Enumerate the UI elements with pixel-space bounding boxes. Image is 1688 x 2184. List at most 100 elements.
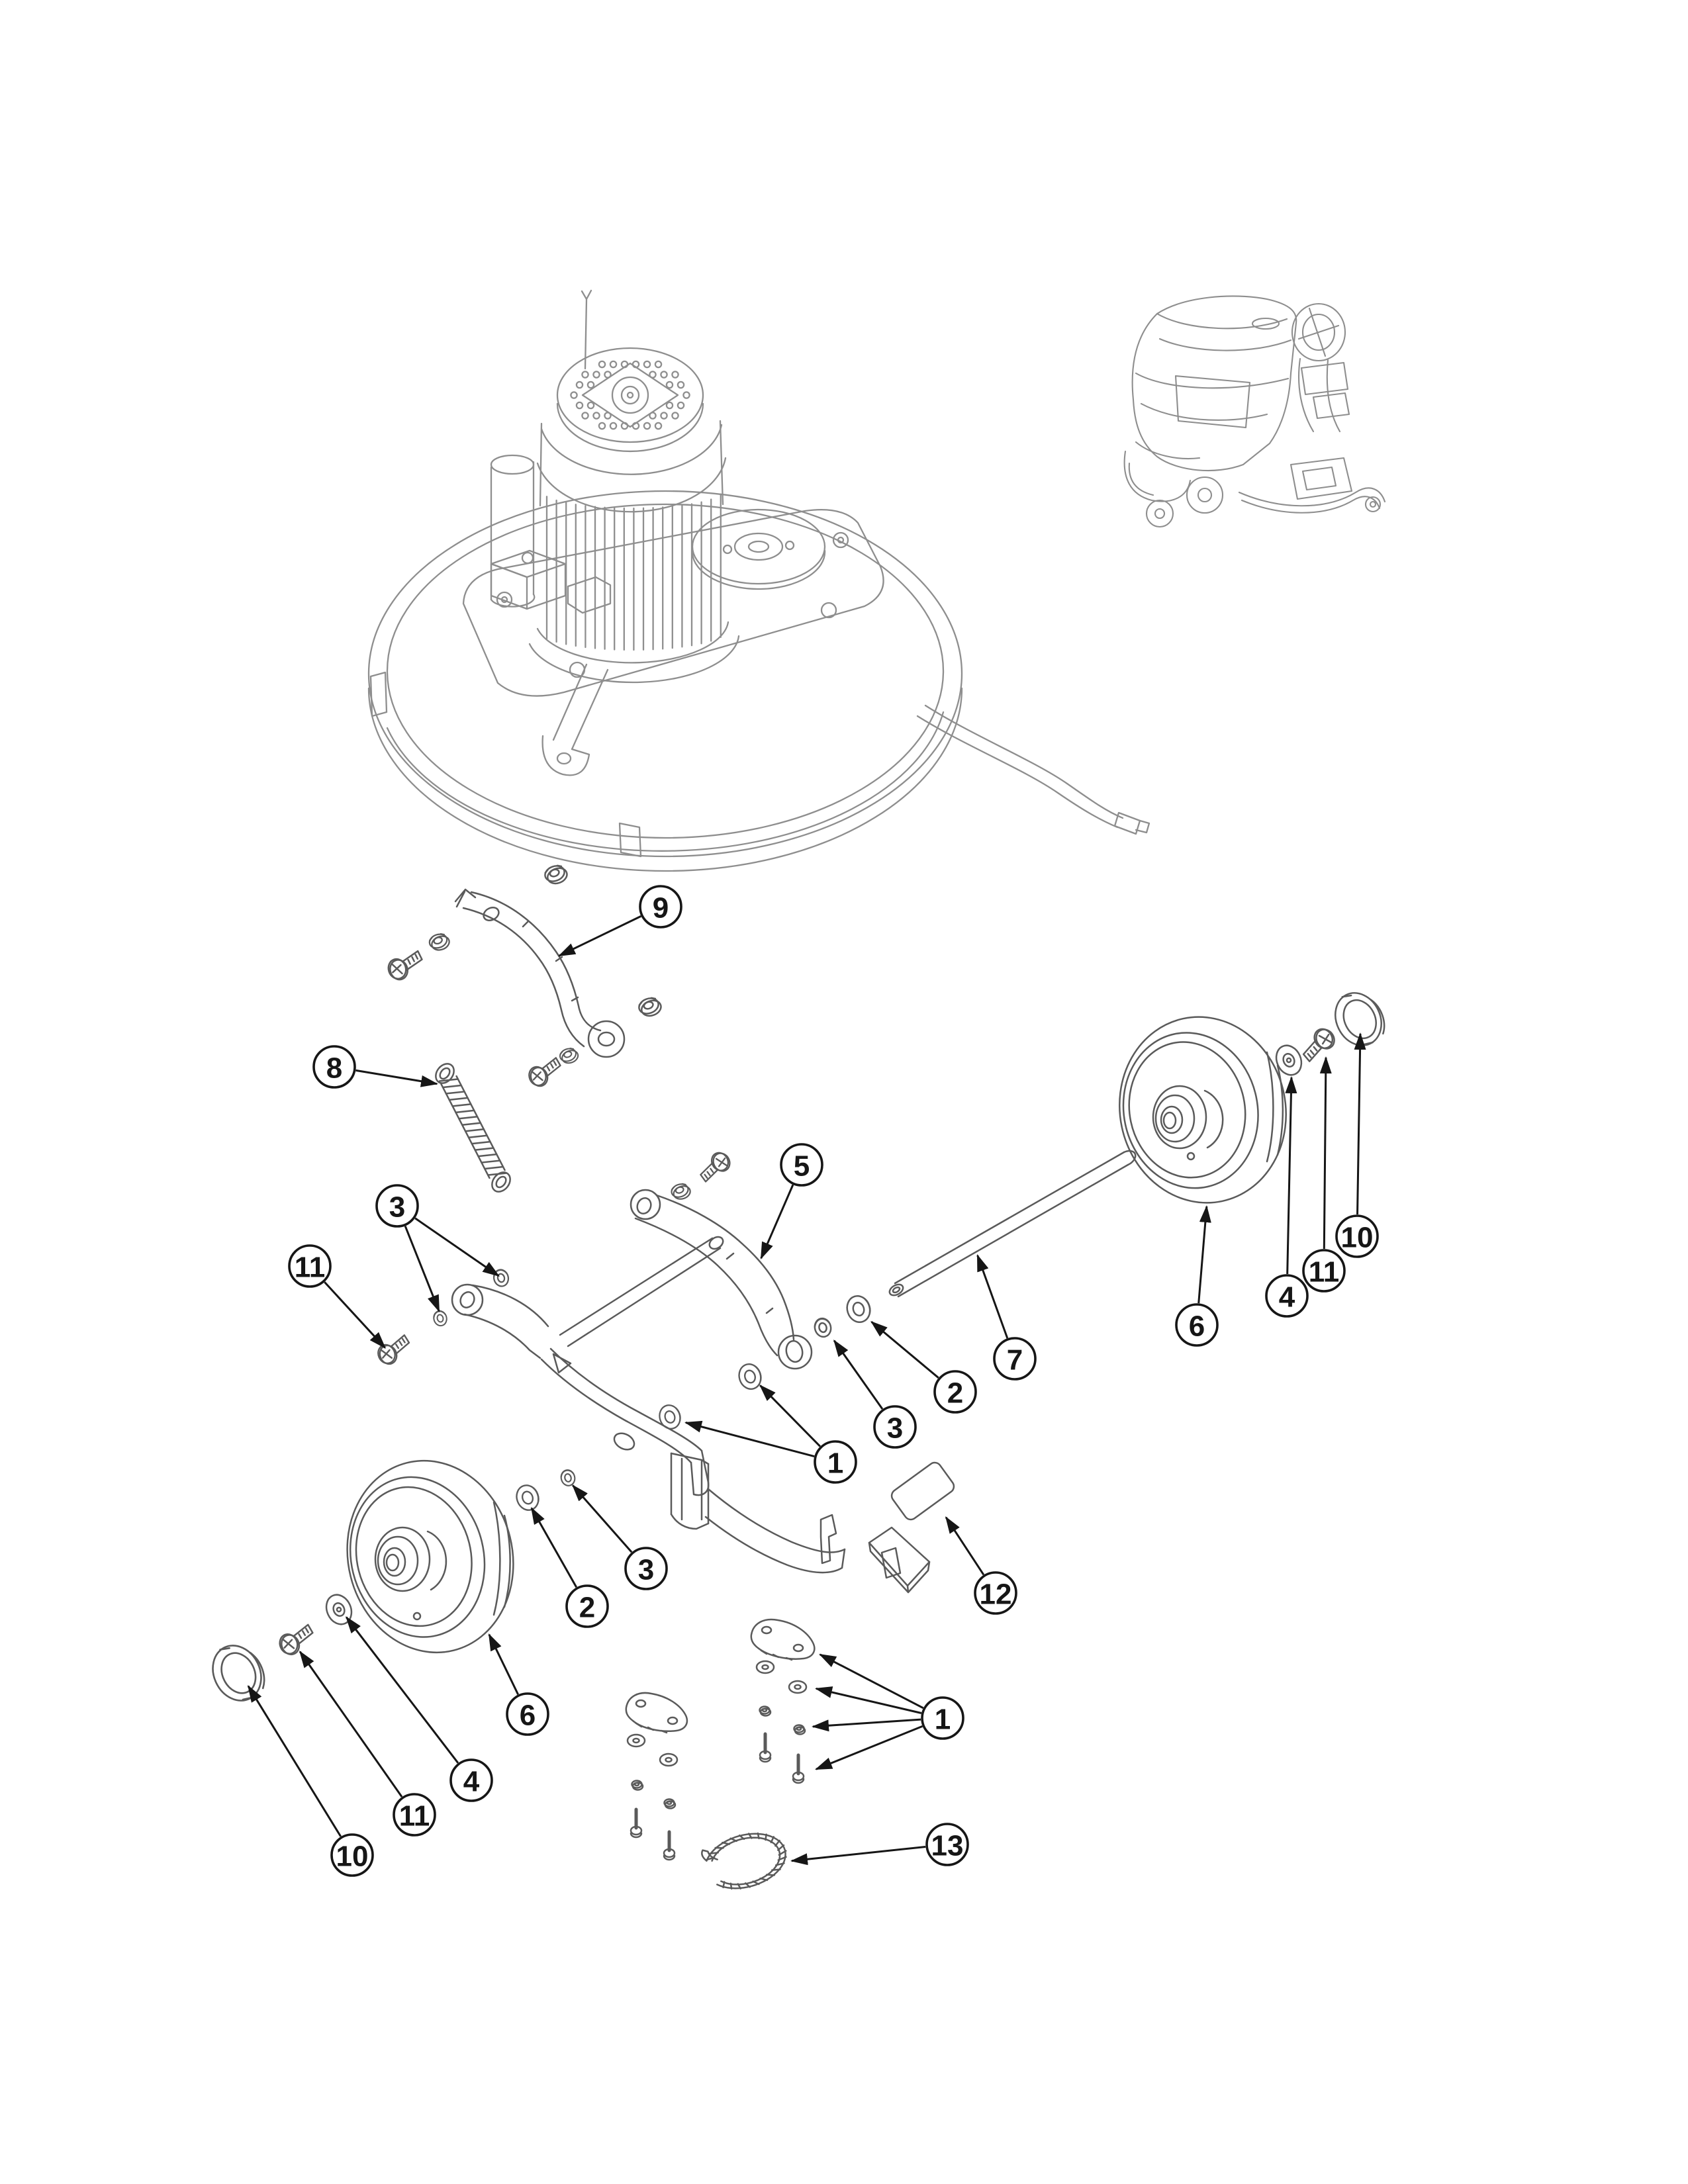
callout-6: 6 <box>488 1633 549 1736</box>
callout-8: 8 <box>312 1045 438 1089</box>
callout-number: 4 <box>1279 1281 1295 1314</box>
callout-number: 10 <box>336 1841 369 1873</box>
motor <box>528 347 740 684</box>
callout-circle <box>1175 1303 1219 1347</box>
callout-number: 6 <box>520 1700 536 1732</box>
callout-leader-arrow <box>759 1384 821 1447</box>
callout-circle <box>925 1823 969 1866</box>
callout-leader-arrow <box>814 1686 922 1714</box>
callout-leader-arrow <box>324 1281 386 1349</box>
nut <box>663 1798 677 1809</box>
part-clamp-plate-left <box>625 1692 688 1734</box>
hub-cap <box>1326 983 1393 1054</box>
callout-leader-arrow <box>814 1725 923 1770</box>
callout-1: 1 <box>684 1384 857 1484</box>
callout-leader-arrow <box>1354 1032 1366 1215</box>
callout-leader-arrow <box>530 1506 578 1588</box>
washer <box>735 1360 765 1393</box>
callout-circle <box>814 1440 857 1484</box>
part-foot-pedal <box>868 1526 931 1594</box>
callout-11: 11 <box>299 1650 436 1837</box>
callout-number: 1 <box>935 1704 951 1736</box>
callout-number: 5 <box>794 1150 810 1183</box>
callout-leader-arrow <box>819 1653 924 1709</box>
washer <box>843 1292 874 1326</box>
callout-number: 3 <box>389 1191 405 1224</box>
callout-circle <box>1265 1274 1309 1318</box>
callout-number: 2 <box>579 1592 595 1624</box>
nut <box>491 1267 511 1289</box>
callout-circle <box>449 1758 493 1802</box>
callout-circle <box>873 1405 917 1449</box>
washer <box>755 1660 775 1674</box>
locknut <box>426 931 452 954</box>
callout-1: 1 <box>812 1653 964 1770</box>
washer <box>659 1752 679 1767</box>
callout-leader-arrow <box>404 1226 440 1313</box>
washer <box>788 1680 808 1694</box>
callout-circle <box>312 1045 356 1089</box>
motor-cap-vents <box>570 360 690 430</box>
callout-leader-arrow <box>414 1217 500 1277</box>
callout-6: 6 <box>1175 1205 1219 1347</box>
locknut <box>541 862 570 887</box>
callout-leader-arrow <box>355 1069 438 1087</box>
callout-leader-arrow <box>945 1516 985 1576</box>
callout-leader-arrow <box>247 1685 342 1837</box>
nut <box>759 1706 772 1717</box>
motor-deck-assembly-illustration <box>367 289 1150 872</box>
callout-leader-arrow <box>790 1845 926 1866</box>
part-axle-rod <box>888 1150 1137 1298</box>
callout-5: 5 <box>760 1143 823 1259</box>
callout-leader-arrow <box>572 1484 633 1553</box>
callout-leader-arrow <box>976 1254 1009 1339</box>
deck-strut <box>541 663 609 776</box>
callout-circle <box>624 1547 668 1590</box>
callout-number: 11 <box>399 1800 430 1833</box>
callout-circle <box>933 1370 977 1414</box>
callout-3: 3 <box>572 1484 668 1590</box>
callout-9: 9 <box>557 885 682 957</box>
exploded-view <box>203 862 1393 1890</box>
callout-leader-arrow <box>488 1633 519 1695</box>
locknut <box>669 1181 693 1203</box>
callout-2: 2 <box>530 1506 609 1628</box>
part-pad <box>890 1461 955 1521</box>
callout-number: 13 <box>931 1830 964 1862</box>
callout-number: 1 <box>827 1447 843 1480</box>
part-wheel-left <box>346 1459 514 1654</box>
part-extension-spring <box>435 1063 511 1193</box>
washer <box>626 1733 646 1748</box>
brush-deck <box>367 490 963 872</box>
callout-leader-arrow <box>833 1340 884 1410</box>
callout-12: 12 <box>945 1516 1017 1615</box>
nut <box>812 1316 834 1340</box>
callout-number: 10 <box>1341 1222 1374 1254</box>
nut <box>793 1724 806 1735</box>
callout-3: 3 <box>375 1184 500 1313</box>
motor-power-wire <box>581 289 592 370</box>
callout-10: 10 <box>247 1685 374 1877</box>
pulley <box>691 508 826 590</box>
callout-3: 3 <box>833 1340 917 1449</box>
callout-number: 11 <box>295 1251 326 1284</box>
callout-11: 11 <box>288 1244 386 1349</box>
callout-circle <box>375 1184 419 1228</box>
callout-circle <box>1335 1214 1379 1258</box>
callout-number: 2 <box>947 1377 963 1410</box>
part-retaining-clip <box>701 1832 787 1890</box>
deck-cable <box>916 704 1150 835</box>
bolt <box>664 1832 675 1860</box>
callout-4: 4 <box>345 1616 493 1802</box>
scrubber-machine-thumbnail <box>1123 295 1386 528</box>
callout-leader-arrow <box>345 1616 459 1764</box>
callout-number: 9 <box>653 892 669 925</box>
callout-10: 10 <box>1335 1032 1379 1258</box>
callout-13: 13 <box>790 1823 969 1866</box>
screw <box>275 1623 318 1659</box>
callout-number: 8 <box>326 1052 342 1085</box>
callout-circle <box>974 1571 1017 1615</box>
callout-circle <box>506 1692 549 1736</box>
nut <box>559 1467 577 1488</box>
